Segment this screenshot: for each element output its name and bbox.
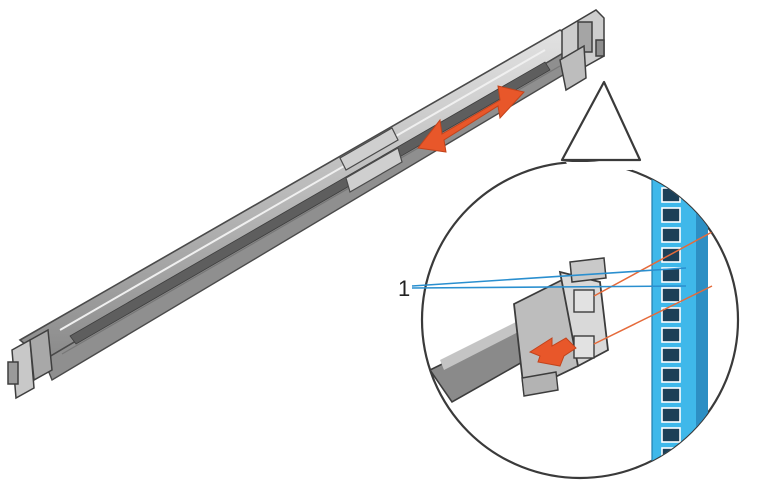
rack-hole — [661, 167, 681, 183]
rail-ridge — [59, 49, 546, 331]
rack-hole — [661, 367, 681, 383]
zoom-pointer — [560, 80, 642, 162]
arrow-right-icon — [528, 337, 577, 367]
rack-hole — [661, 467, 681, 478]
rack-hole — [661, 407, 681, 423]
double-headed-arrow-icon — [417, 85, 525, 153]
rack-hole — [661, 307, 681, 323]
callout-leader-line-upper — [411, 267, 687, 287]
rack-hole — [661, 227, 681, 243]
rack-hole — [661, 387, 681, 403]
rack-hole — [661, 327, 681, 343]
rear-mounting-bracket — [559, 9, 605, 92]
callout-1: 1 — [398, 267, 687, 301]
rack-hole — [661, 427, 681, 443]
slide-segment-marks — [339, 127, 403, 193]
callout-label: 1 — [398, 276, 410, 301]
rack-hole — [661, 267, 681, 283]
callout-leader-line-lower — [411, 285, 687, 289]
rack-hole — [661, 347, 681, 363]
rack-hole — [661, 207, 681, 223]
front-mounting-bracket — [7, 328, 53, 400]
sliding-rail — [7, 9, 605, 400]
rack-hole — [661, 287, 681, 303]
alignment-guide-lines — [593, 231, 713, 345]
magnified-detail — [420, 80, 740, 480]
